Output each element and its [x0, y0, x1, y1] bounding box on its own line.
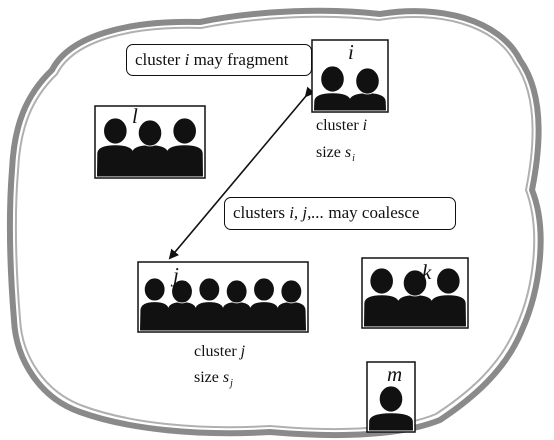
cluster-j-size: size sj	[194, 370, 233, 389]
person-silhouette-icon	[369, 267, 394, 295]
fragment-callout: cluster i may fragment	[126, 44, 312, 76]
person-silhouette-icon	[225, 279, 248, 304]
cluster-l-shoulders	[97, 145, 203, 177]
cluster-k-label: k	[422, 260, 432, 284]
cluster-j-size-prefix: size	[194, 369, 223, 386]
person-silhouette-icon	[378, 385, 404, 413]
cluster-i-caption-prefix: cluster	[316, 117, 363, 134]
cluster-i-size-var: s	[344, 144, 352, 161]
cluster-j-label: j	[173, 263, 179, 287]
cluster-j-caption-var: j	[240, 343, 246, 360]
person-silhouette-icon	[436, 267, 461, 295]
person-silhouette-icon	[320, 65, 345, 93]
cluster-i-label: i	[348, 40, 354, 64]
person-silhouette-icon	[402, 269, 428, 297]
cluster-i-size-sub: i	[352, 153, 355, 164]
cluster-m-shoulders	[369, 413, 413, 431]
cluster-l-people	[97, 117, 203, 177]
coalesce-callout-suffix: may coalesce	[324, 203, 420, 222]
coalesce-callout: clusters i, j,... may coalesce	[224, 197, 456, 230]
cluster-j-shoulders	[140, 302, 306, 331]
cluster-k-shoulders	[364, 295, 466, 327]
cluster-i-caption-var: i	[362, 117, 368, 134]
cluster-i-size: size si	[316, 145, 355, 164]
cluster-j-people	[140, 277, 306, 331]
cluster-l-label: l	[132, 104, 138, 128]
fragment-callout-prefix: cluster	[135, 50, 185, 69]
cluster-i-shoulders	[314, 93, 386, 111]
population-boundary-inner	[14, 15, 536, 431]
coalescence-arrow	[168, 86, 315, 260]
cluster-i-size-prefix: size	[316, 144, 345, 161]
cluster-j-caption: cluster j	[194, 344, 245, 360]
cluster-m-label: m	[387, 362, 403, 386]
cluster-i-people	[314, 65, 386, 111]
fragment-callout-var: i	[184, 50, 190, 69]
person-silhouette-icon	[280, 279, 303, 304]
fragment-callout-suffix: may fragment	[189, 50, 289, 69]
person-silhouette-icon	[355, 67, 380, 95]
person-silhouette-icon	[143, 277, 166, 302]
person-silhouette-icon	[171, 279, 193, 304]
cluster-m-people	[369, 385, 413, 431]
person-silhouette-icon	[137, 119, 163, 147]
coalesce-callout-prefix: clusters	[233, 203, 290, 222]
person-silhouette-icon	[198, 277, 221, 302]
cluster-j-size-sub: j	[230, 378, 233, 389]
cluster-j-caption-prefix: cluster	[194, 343, 241, 360]
person-silhouette-icon	[103, 117, 128, 145]
cluster-j-size-var: s	[222, 369, 230, 386]
person-silhouette-icon	[172, 117, 197, 145]
cluster-i-caption: cluster i	[316, 118, 367, 134]
population-boundary-outer	[6, 7, 544, 439]
cluster-k-people	[364, 267, 466, 327]
coalesce-callout-var: i, j,...	[289, 203, 325, 222]
person-silhouette-icon	[253, 277, 275, 302]
